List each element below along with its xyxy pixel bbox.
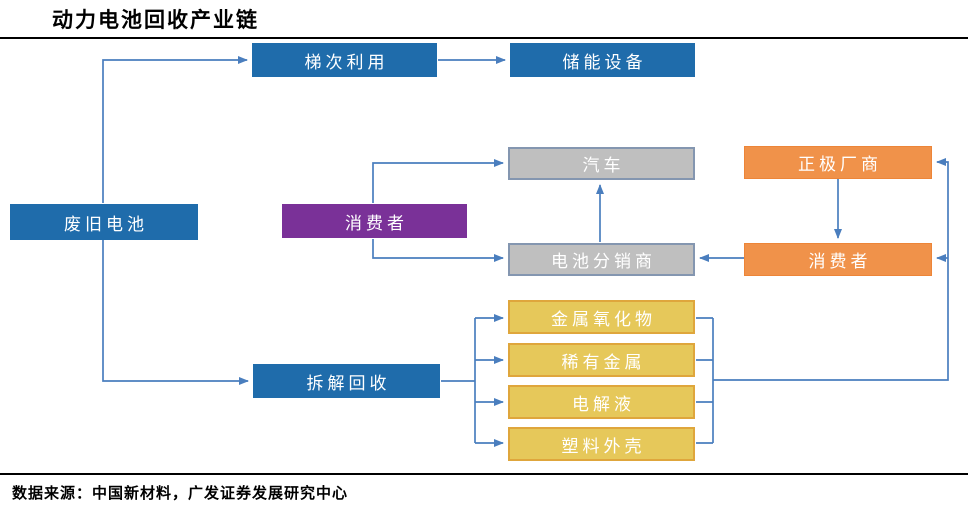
- connector-waste-to-echelon: [102, 56, 248, 203]
- node-plastic-shell: 塑料外壳: [508, 427, 695, 461]
- connector-consumer-to-auto: [372, 159, 504, 203]
- connector-merge-to-cathode: [713, 158, 949, 381]
- connector-consumer-to-distributor: [372, 239, 504, 262]
- node-energy-storage: 储能设备: [510, 43, 695, 77]
- node-echelon-use: 梯次利用: [252, 43, 437, 77]
- node-waste-battery: 废旧电池: [10, 204, 198, 240]
- footer-rule: [0, 473, 968, 475]
- node-electrolyte: 电解液: [508, 385, 695, 419]
- node-dismantle-recycle: 拆解回收: [253, 364, 440, 398]
- data-source: 数据来源：中国新材料，广发证券发展研究中心: [12, 484, 349, 502]
- title-underline: [0, 37, 968, 39]
- node-consumer-right: 消费者: [744, 243, 932, 276]
- node-battery-distributor: 电池分销商: [508, 243, 695, 276]
- page-title: 动力电池回收产业链: [52, 8, 259, 32]
- node-automobile: 汽车: [508, 147, 695, 180]
- node-consumer-mid: 消费者: [282, 204, 467, 238]
- node-cathode-manufacturer: 正极厂商: [744, 146, 932, 179]
- node-metal-oxide: 金属氧化物: [508, 300, 695, 334]
- connector-waste-to-dismantle: [102, 240, 249, 385]
- node-rare-metal: 稀有金属: [508, 343, 695, 377]
